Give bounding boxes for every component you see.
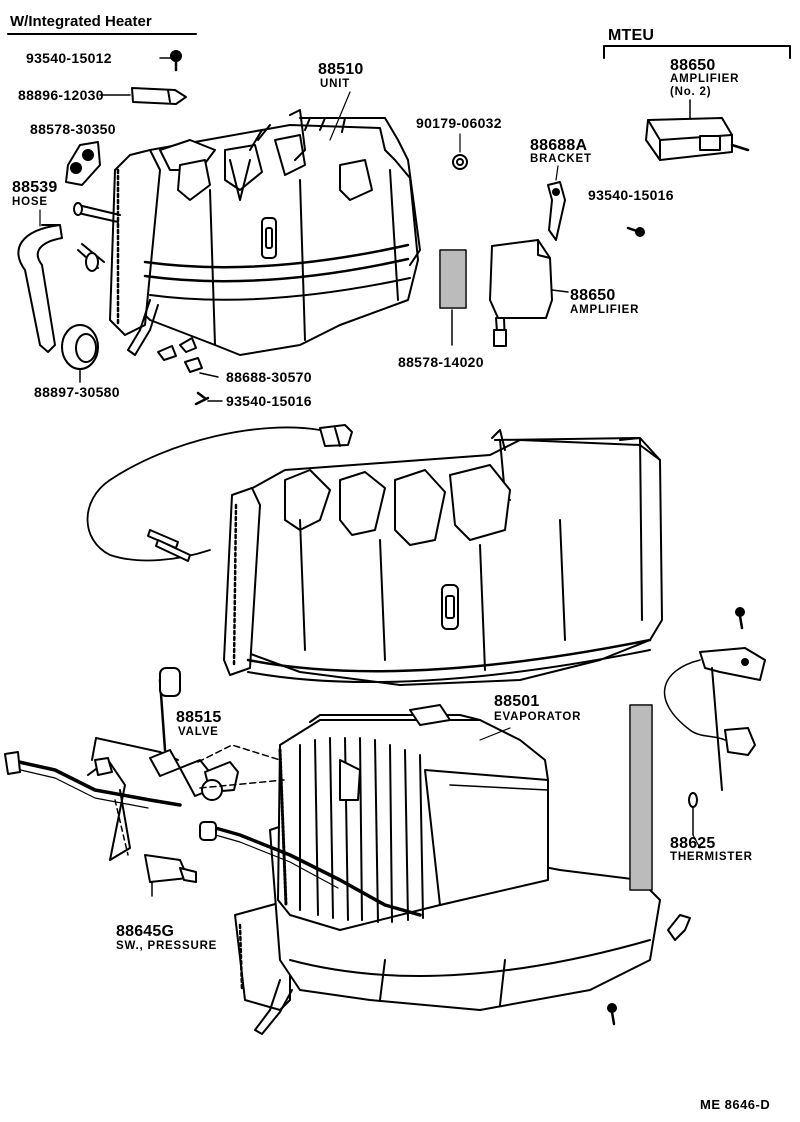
part-88645G-number: 88645G: [116, 923, 175, 940]
screw-bottom: [607, 1003, 617, 1026]
part-88501-number: 88501: [494, 693, 540, 710]
part-88625-number: 88625: [670, 835, 716, 852]
heater-unit-88510: [73, 109, 421, 373]
clip-bottom-right: [667, 914, 691, 941]
part-88650-no2-name: AMPLIFIER: [670, 73, 740, 85]
part-88650-no2-number: 88650: [670, 57, 716, 74]
part-88650-name: AMPLIFIER: [570, 304, 640, 316]
screw-93540-15012: [159, 50, 182, 72]
evaporator-88501: [277, 704, 549, 931]
pad-88578-14020: [439, 249, 467, 346]
part-88539-name: HOSE: [12, 196, 48, 208]
pressure-switch-88645G: [114, 799, 197, 897]
part-88650-number: 88650: [570, 287, 616, 304]
part-93540-15016-lower: 93540-15016: [226, 393, 312, 409]
part-88510-number: 88510: [318, 61, 364, 78]
part-88650-no2-sub: (No. 2): [670, 86, 712, 98]
part-88578-30350: 88578-30350: [30, 121, 116, 137]
leader-lines: [39, 91, 701, 849]
part-88625-name: THERMISTER: [670, 851, 753, 863]
part-93540-15012: 93540-15012: [26, 50, 112, 66]
upper-case: [223, 429, 663, 686]
part-88688A-name: BRACKET: [530, 153, 592, 165]
diagram-code: ME 8646-D: [700, 1097, 771, 1112]
grommet-88897-30580: [61, 324, 99, 383]
part-88688-30570: 88688-30570: [226, 369, 312, 385]
part-88896-12030: 88896-12030: [18, 87, 104, 103]
part-88515-number: 88515: [176, 709, 222, 726]
seal-strip: [629, 704, 653, 891]
part-88578-14020: 88578-14020: [398, 354, 484, 370]
bracket-88688A: [547, 181, 566, 241]
part-88897-30580: 88897-30580: [34, 384, 120, 400]
leader-88688-30570: [199, 372, 219, 378]
clip-88896-12030: [99, 87, 187, 105]
part-93540-15016-upper: 93540-15016: [588, 187, 674, 203]
screw-93540-15016-upper: [626, 226, 645, 237]
part-88515-name: VALVE: [178, 726, 219, 738]
nut-90179-06032: [452, 154, 468, 170]
screw-thermister: [735, 607, 745, 630]
grommet-88578-30350: [65, 141, 101, 186]
pipe-assembly: [4, 667, 182, 861]
sensor-wire: [86, 424, 353, 562]
hose-88539: [17, 224, 63, 353]
amplifier-no2-88650: [645, 99, 750, 161]
lower-pipe: [199, 821, 422, 917]
part-90179-06032: 90179-06032: [416, 115, 502, 131]
part-88539-number: 88539: [12, 179, 58, 196]
part-88501-name: EVAPORATOR: [494, 711, 582, 723]
screw-93540-15016-lower: [194, 391, 223, 406]
valve-88515: [179, 744, 285, 801]
part-88645G-name: SW., PRESSURE: [116, 940, 218, 952]
header-title: W/Integrated Heater: [10, 13, 152, 30]
part-88688A-number: 88688A: [530, 137, 588, 154]
mteu-bracket: [603, 45, 791, 59]
thermister-88625: [663, 647, 766, 836]
variant-label: MTEU: [608, 27, 655, 44]
amplifier-88650: [489, 239, 569, 347]
part-88510-name: UNIT: [320, 78, 351, 90]
